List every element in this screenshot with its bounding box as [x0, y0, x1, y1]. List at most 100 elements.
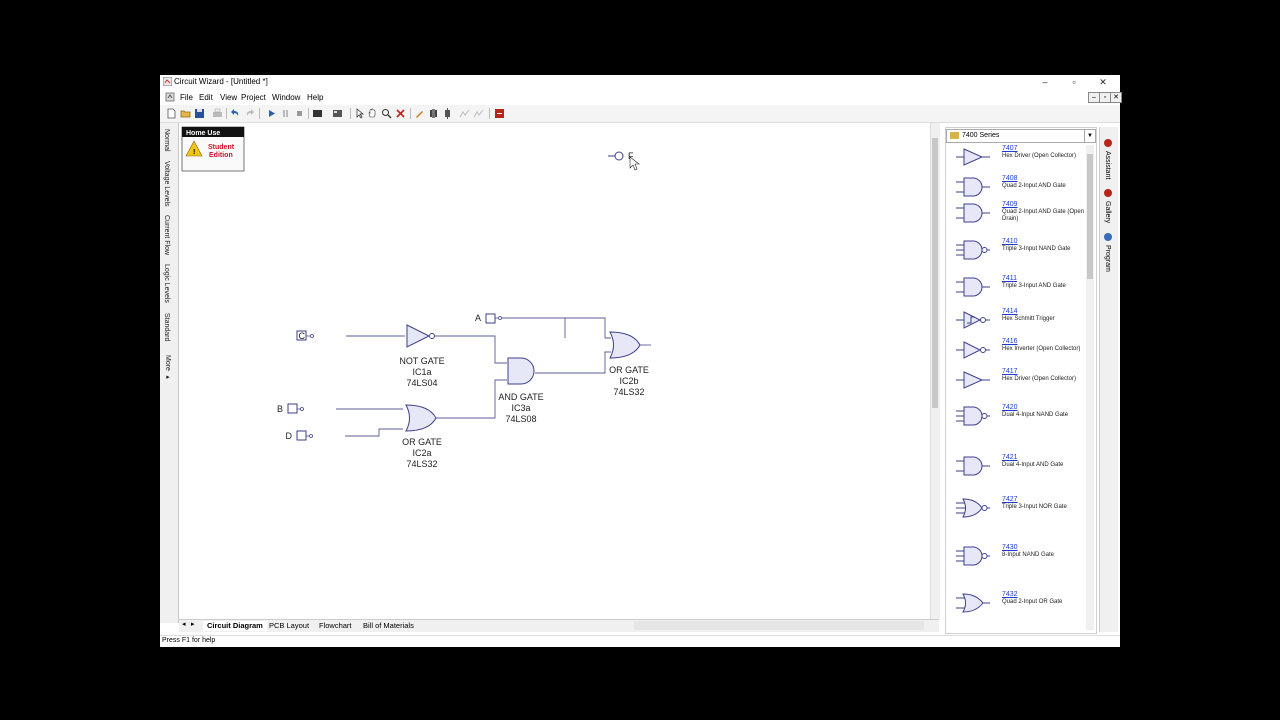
chevron-down-icon[interactable]: ▼: [1084, 130, 1095, 142]
left-view-tabs: Normal Voltage Levels Current Flow Logic…: [160, 123, 179, 623]
gallery-item-number[interactable]: 7414: [1002, 308, 1018, 315]
menu-window[interactable]: Window: [272, 93, 301, 102]
gallery-item-number[interactable]: 7416: [1002, 338, 1018, 345]
delete-icon[interactable]: [395, 108, 406, 119]
mouse-cursor-icon: [629, 156, 640, 171]
nand-symbol-icon: [956, 406, 990, 426]
print-icon[interactable]: [212, 108, 223, 119]
canvas-vertical-scrollbar[interactable]: [930, 123, 940, 619]
menu-view[interactable]: View: [220, 93, 238, 102]
tab-circuit-diagram[interactable]: Circuit Diagram: [203, 621, 267, 631]
tab-scroll-right-icon[interactable]: ▸: [191, 621, 195, 628]
stop-icon[interactable]: [294, 108, 305, 119]
tab-gallery[interactable]: Gallery: [1104, 201, 1111, 224]
gallery-item-description: Quad 2-Input AND Gate (Open Drain): [1002, 209, 1085, 222]
toolbar: [160, 105, 1120, 123]
tab-assistant[interactable]: Assistant: [1104, 151, 1111, 180]
tab-current-flow[interactable]: Current Flow: [163, 215, 170, 256]
tab-scroll-left-icon[interactable]: ◂: [182, 621, 186, 628]
close-button[interactable]: ✕: [1099, 77, 1107, 87]
gallery-item-number[interactable]: 7427: [1002, 496, 1018, 503]
wire-pen-icon[interactable]: [414, 108, 425, 119]
schmitt-symbol-icon: [956, 311, 990, 329]
pan-hand-icon[interactable]: [367, 108, 378, 119]
minimize-button[interactable]: –: [1042, 77, 1048, 87]
gallery-item-number[interactable]: 7430: [1002, 544, 1018, 551]
nor-symbol-icon: [956, 498, 990, 518]
open-folder-icon[interactable]: [180, 108, 191, 119]
gallery-item-number[interactable]: 7409: [1002, 201, 1018, 208]
menu-edit[interactable]: Edit: [199, 93, 213, 102]
zoom-icon[interactable]: [381, 108, 392, 119]
menu-help[interactable]: Help: [307, 93, 324, 102]
select-arrow-icon[interactable]: [354, 108, 365, 119]
not-gate-ic1a[interactable]: NOT GATE IC1a 74LS04: [399, 324, 445, 388]
maximize-button[interactable]: ▫: [1072, 77, 1076, 87]
tab-more[interactable]: More ▸: [164, 355, 171, 381]
input-pin-c[interactable]: C: [296, 330, 314, 341]
component-icon[interactable]: [428, 108, 439, 119]
gallery-scrollbar[interactable]: [1086, 145, 1094, 630]
input-pin-d[interactable]: D: [286, 430, 313, 441]
gallery-item-description: Quad 2-Input OR Gate: [1002, 599, 1063, 605]
tab-program[interactable]: Program: [1104, 245, 1111, 272]
nand-symbol-icon: [956, 546, 990, 566]
tab-normal[interactable]: Normal: [163, 129, 170, 152]
menu-file[interactable]: File: [180, 93, 193, 102]
or-gate-ic2b[interactable]: OR GATE IC2b 74LS32: [609, 331, 649, 397]
tab-standard[interactable]: Standard: [163, 313, 170, 342]
gallery-item-number[interactable]: 7421: [1002, 454, 1018, 461]
tab-flowchart[interactable]: Flowchart: [319, 621, 352, 630]
gallery-item-number[interactable]: 7417: [1002, 368, 1018, 375]
layout-icon[interactable]: [332, 108, 343, 119]
pause-icon[interactable]: [280, 108, 291, 119]
redo-icon[interactable]: [244, 108, 255, 119]
tab-voltage-levels[interactable]: Voltage Levels: [163, 161, 170, 207]
gallery-red-icon[interactable]: [494, 108, 505, 119]
tab-pcb-layout[interactable]: PCB Layout: [269, 621, 310, 630]
save-icon[interactable]: [194, 108, 205, 119]
output-f-probe[interactable]: F: [608, 151, 640, 171]
gallery-item-number[interactable]: 7432: [1002, 591, 1018, 598]
new-file-icon[interactable]: [166, 108, 177, 119]
probe-icon[interactable]: [442, 108, 453, 119]
gallery-item-number[interactable]: 7407: [1002, 145, 1018, 152]
mdi-close-button[interactable]: ✕: [1110, 92, 1122, 103]
menu-bar: File Edit View Project Window Help – ▫ ✕: [160, 90, 1122, 104]
play-icon[interactable]: [266, 108, 277, 119]
undo-icon[interactable]: [230, 108, 241, 119]
gallery-item-number[interactable]: 7420: [1002, 404, 1018, 411]
and-gate-ic3a[interactable]: AND GATE IC3a 74LS08: [498, 357, 544, 424]
graph-icon[interactable]: [459, 108, 470, 119]
display-mode-icon[interactable]: [312, 108, 323, 119]
menu-project[interactable]: Project: [241, 93, 266, 102]
gallery-item-number[interactable]: 7411: [1002, 275, 1018, 282]
canvas-horizontal-scrollbar[interactable]: [634, 621, 924, 630]
tab-logic-levels[interactable]: Logic Levels: [163, 264, 170, 303]
or-gate-ic2a[interactable]: OR GATE IC2a 74LS32: [402, 404, 442, 469]
gallery-item-number[interactable]: 7410: [1002, 238, 1018, 245]
meter-icon[interactable]: [473, 108, 484, 119]
input-c-label: C: [299, 331, 306, 341]
input-pin-b[interactable]: B: [277, 403, 304, 414]
tab-bill-of-materials[interactable]: Bill of Materials: [363, 621, 414, 630]
series-dropdown[interactable]: 7400 Series ▼: [946, 129, 1096, 143]
gallery-item-number[interactable]: 7408: [1002, 175, 1018, 182]
gallery-item-description: Hex Driver (Open Collector): [1002, 153, 1077, 159]
or-gate-2-ref: IC2b: [619, 376, 638, 386]
